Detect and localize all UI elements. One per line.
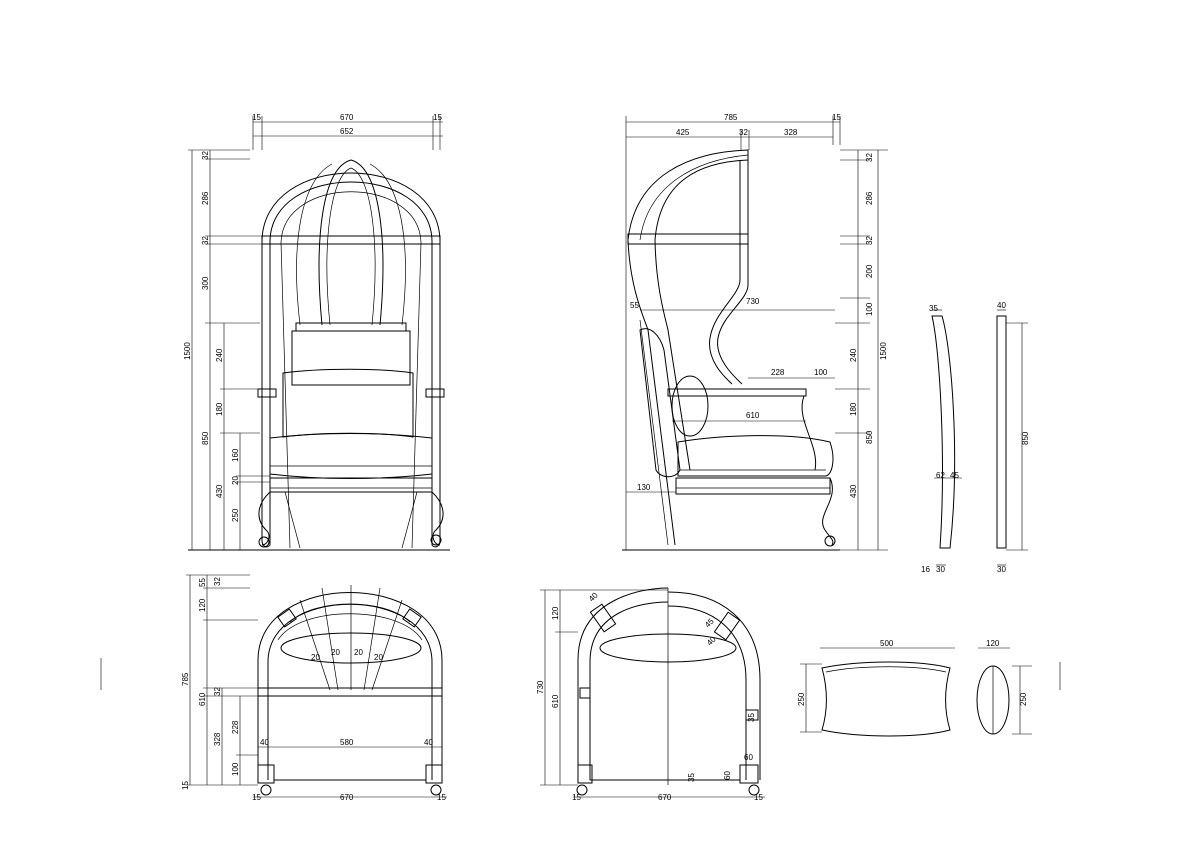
plan-dim-580: 580	[340, 738, 354, 747]
plan-dim-120: 120	[198, 598, 207, 612]
front-dim-430: 430	[215, 484, 224, 498]
side-dim-785: 785	[724, 113, 738, 122]
front-dim-180: 180	[215, 402, 224, 416]
profile-dim-16: 16	[921, 565, 930, 574]
side-dim-228: 228	[771, 368, 785, 377]
side-dim-328: 328	[784, 128, 798, 137]
front-dim-652: 652	[340, 127, 354, 136]
plan-view: 40 580 40 20 20 20 20 15 670 15 55 32 12…	[181, 574, 447, 802]
section-view: 120 730 610 40 45 40 35 60 60 35 15 670 …	[536, 587, 765, 802]
profile-views: 35 62 45 16 30 40 850 30	[921, 301, 1030, 574]
plan-dim-20-a: 20	[311, 653, 320, 662]
plan-dim-b15-right: 15	[437, 793, 446, 802]
section-dim-120: 120	[551, 606, 560, 620]
side-dim-r240: 240	[849, 348, 858, 362]
rail-dim-850: 850	[1021, 431, 1030, 445]
plan-dim-20-b: 20	[331, 648, 340, 657]
plan-dim-15: 15	[181, 781, 190, 790]
side-dim-r32-mid: 32	[865, 236, 874, 245]
front-dim-160: 160	[231, 448, 240, 462]
front-dim-670: 670	[340, 113, 354, 122]
rail-dim-30: 30	[997, 565, 1006, 574]
plan-dim-228: 228	[231, 720, 240, 734]
section-dim-730: 730	[536, 680, 545, 694]
plan-dim-785: 785	[181, 672, 190, 686]
section-dim-60-a: 60	[744, 753, 753, 762]
side-dim-r430: 430	[849, 484, 858, 498]
plan-dim-32-top: 32	[213, 577, 222, 586]
plan-dim-100: 100	[231, 762, 240, 776]
roll-dim-120: 120	[986, 639, 1000, 648]
section-dim-670: 670	[658, 793, 672, 802]
plan-dim-55: 55	[198, 578, 207, 587]
section-dim-60-b: 60	[723, 771, 732, 780]
section-dim-35-a: 35	[747, 713, 756, 722]
side-dim-r32-top: 32	[865, 153, 874, 162]
plan-dim-610: 610	[198, 692, 207, 706]
side-dim-15: 15	[832, 113, 841, 122]
plan-dim-20-c: 20	[354, 648, 363, 657]
side-dim-32: 32	[739, 128, 748, 137]
plan-dim-b15-left: 15	[252, 793, 261, 802]
profile-dim-35: 35	[929, 304, 938, 313]
side-dim-730: 730	[746, 297, 760, 306]
front-dim-300: 300	[201, 276, 210, 290]
cushion-dim-500: 500	[880, 639, 894, 648]
front-dim-20: 20	[231, 476, 240, 485]
front-dim-250: 250	[231, 508, 240, 522]
section-dim-35-b: 35	[687, 773, 696, 782]
rail-dim-40: 40	[997, 301, 1006, 310]
profile-dim-45: 45	[950, 471, 959, 480]
plan-dim-40-right: 40	[424, 738, 433, 747]
side-dim-100: 100	[814, 368, 828, 377]
plan-dim-670: 670	[340, 793, 354, 802]
side-dim-425: 425	[676, 128, 690, 137]
cushion-detail: 500 250 120 250	[797, 639, 1032, 737]
side-dim-r200: 200	[865, 264, 874, 278]
front-dim-32-mid: 32	[201, 236, 210, 245]
front-dim-15-left: 15	[252, 113, 261, 122]
front-dim-32-top: 32	[201, 151, 210, 160]
cushion-dim-250: 250	[797, 692, 806, 706]
front-dim-240: 240	[215, 348, 224, 362]
side-dim-610: 610	[746, 411, 760, 420]
front-view: 15 670 15 652 1500 32 286 32 300 240 180…	[183, 113, 450, 551]
section-dim-45: 45	[703, 616, 716, 629]
plan-dim-32-mid: 32	[213, 687, 222, 696]
plan-dim-328: 328	[213, 732, 222, 746]
front-dim-850: 850	[201, 431, 210, 445]
front-dim-286: 286	[201, 191, 210, 205]
side-dim-r286: 286	[865, 191, 874, 205]
section-dim-b15-right: 15	[754, 793, 763, 802]
side-dim-55: 55	[630, 301, 639, 310]
section-dim-b15-left: 15	[572, 793, 581, 802]
side-view: 785 15 425 32 328 55 730 228 100 610 130…	[622, 113, 888, 551]
section-dim-610: 610	[551, 694, 560, 708]
side-dim-r1500: 1500	[879, 342, 888, 360]
plan-dim-40-left: 40	[260, 738, 269, 747]
plan-dim-20-d: 20	[374, 653, 383, 662]
side-dim-130: 130	[637, 483, 651, 492]
front-dim-15-right: 15	[433, 113, 442, 122]
side-dim-r850: 850	[865, 430, 874, 444]
side-dim-r100: 100	[865, 302, 874, 316]
section-dim-40-a: 40	[587, 590, 600, 603]
front-dim-1500: 1500	[183, 342, 192, 360]
roll-dim-250: 250	[1019, 692, 1028, 706]
side-dim-r180: 180	[849, 402, 858, 416]
profile-dim-30: 30	[936, 565, 945, 574]
profile-dim-62: 62	[936, 471, 945, 480]
